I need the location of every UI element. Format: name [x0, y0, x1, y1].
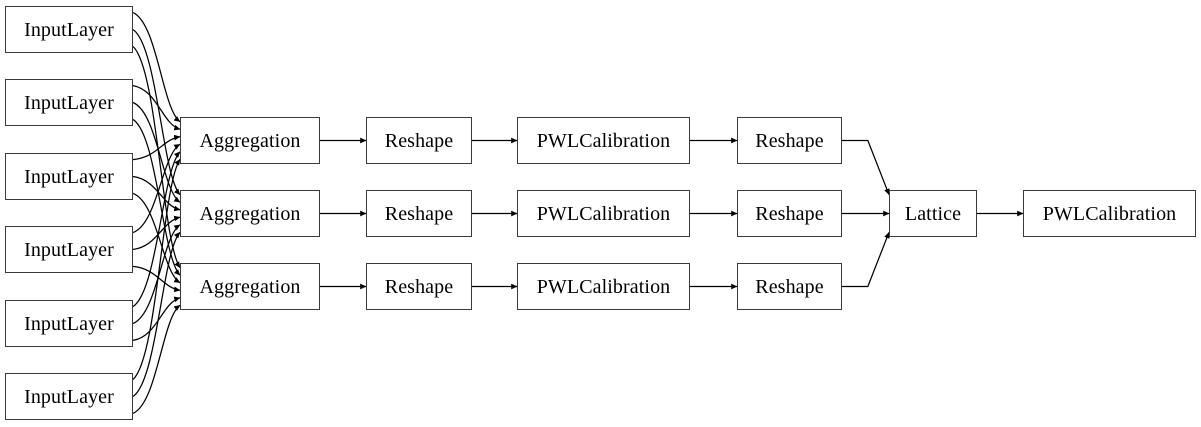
- edge-in1-to-agg1: [132, 101, 181, 203]
- node-label: Aggregation: [199, 202, 301, 225]
- edge-in3-to-agg2: [132, 265, 181, 293]
- edge-in4-to-agg2: [132, 296, 181, 342]
- edge-in5-to-agg1: [132, 231, 181, 398]
- node-in0[interactable]: InputLayer: [5, 6, 133, 53]
- node-in3[interactable]: InputLayer: [5, 226, 133, 273]
- node-rs0[interactable]: Reshape: [366, 117, 472, 164]
- node-rsb0[interactable]: Reshape: [737, 117, 842, 164]
- edge-in1-to-agg0: [132, 84, 181, 131]
- edge-in5-to-agg2: [132, 304, 181, 414]
- node-label: PWLCalibration: [536, 275, 671, 298]
- node-in4[interactable]: InputLayer: [5, 300, 133, 347]
- node-label: InputLayer: [24, 385, 114, 408]
- edge-in0-to-agg2: [132, 45, 181, 269]
- node-label: Reshape: [755, 129, 824, 152]
- node-label: InputLayer: [24, 18, 114, 41]
- edge-in2-to-agg2: [132, 192, 181, 284]
- node-rsb2[interactable]: Reshape: [737, 263, 842, 310]
- edge-rsb2-to-lat: [842, 231, 890, 288]
- edge-in1-to-agg2: [132, 118, 181, 276]
- edge-in4-to-agg1: [132, 224, 181, 325]
- edge-in0-to-agg1: [132, 28, 181, 196]
- node-lat[interactable]: Lattice: [889, 190, 977, 237]
- node-label: Aggregation: [199, 129, 301, 152]
- edge-rsb0-to-lat: [842, 139, 890, 196]
- edge-in0-to-agg0: [132, 12, 181, 123]
- node-label: Reshape: [755, 275, 824, 298]
- node-in5[interactable]: InputLayer: [5, 373, 133, 420]
- node-agg2[interactable]: Aggregation: [180, 263, 320, 310]
- node-label: Lattice: [904, 202, 962, 225]
- node-label: PWLCalibration: [536, 202, 671, 225]
- node-label: PWLCalibration: [536, 129, 671, 152]
- node-pwl1[interactable]: PWLCalibration: [517, 190, 690, 237]
- node-label: Reshape: [755, 202, 824, 225]
- edge-in3-to-agg1: [132, 215, 181, 251]
- node-agg0[interactable]: Aggregation: [180, 117, 320, 164]
- node-label: InputLayer: [24, 165, 114, 188]
- edge-in2-to-agg1: [132, 175, 181, 212]
- node-label: Reshape: [384, 275, 454, 298]
- node-pwl0[interactable]: PWLCalibration: [517, 117, 690, 164]
- node-rs2[interactable]: Reshape: [366, 263, 472, 310]
- node-rs1[interactable]: Reshape: [366, 190, 472, 237]
- node-pwl2[interactable]: PWLCalibration: [517, 263, 690, 310]
- node-out[interactable]: PWLCalibration: [1023, 190, 1196, 237]
- node-label: Reshape: [384, 202, 454, 225]
- edge-in5-to-agg0: [132, 158, 181, 381]
- node-label: Aggregation: [199, 275, 301, 298]
- edge-in3-to-agg0: [132, 143, 181, 234]
- node-label: PWLCalibration: [1042, 202, 1177, 225]
- node-in2[interactable]: InputLayer: [5, 153, 133, 200]
- node-label: InputLayer: [24, 238, 114, 261]
- node-rsb1[interactable]: Reshape: [737, 190, 842, 237]
- node-label: Reshape: [384, 129, 454, 152]
- node-agg1[interactable]: Aggregation: [180, 190, 320, 237]
- node-label: InputLayer: [24, 312, 114, 335]
- node-in1[interactable]: InputLayer: [5, 79, 133, 126]
- edge-in4-to-agg0: [132, 151, 181, 308]
- edge-in2-to-agg0: [132, 134, 181, 161]
- node-label: InputLayer: [24, 91, 114, 114]
